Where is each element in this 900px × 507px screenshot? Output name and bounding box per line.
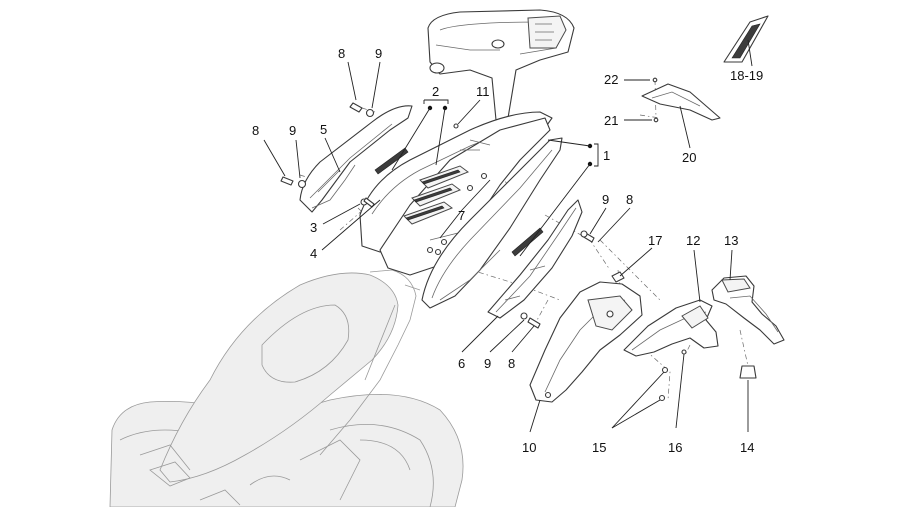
rear-rack bbox=[427, 9, 575, 121]
part-lower-bracket bbox=[487, 199, 583, 319]
callout-8-lower: 8 bbox=[508, 356, 515, 371]
callout-2: 2 bbox=[432, 84, 439, 99]
callout-13: 13 bbox=[724, 233, 738, 248]
callout-1: 1 bbox=[603, 148, 610, 163]
part-license-holder bbox=[623, 299, 719, 357]
callout-9-left: 9 bbox=[289, 123, 296, 138]
seat-cushion-ghost bbox=[261, 304, 350, 383]
callout-8-left: 8 bbox=[252, 123, 259, 138]
callout-22: 22 bbox=[604, 72, 618, 87]
leader-lines bbox=[263, 39, 753, 433]
callout-21: 21 bbox=[604, 113, 618, 128]
callout-12: 12 bbox=[686, 233, 700, 248]
part-right-side-panel bbox=[421, 137, 563, 309]
callout-10: 10 bbox=[522, 440, 536, 455]
part-inner-structure bbox=[379, 117, 551, 276]
callout-15: 15 bbox=[592, 440, 606, 455]
callout-9-top: 9 bbox=[375, 46, 382, 61]
grab-strap-ghost bbox=[149, 461, 241, 506]
callout-14: 14 bbox=[740, 440, 754, 455]
callout-4: 4 bbox=[310, 246, 317, 261]
callout-7: 7 bbox=[458, 208, 465, 223]
callout-8-right: 8 bbox=[626, 192, 633, 207]
part-small-cover bbox=[641, 83, 721, 121]
hardware-fasteners bbox=[280, 77, 757, 402]
frame-ghost-2 bbox=[139, 439, 361, 501]
callout-16: 16 bbox=[668, 440, 682, 455]
callout-5: 5 bbox=[320, 122, 327, 137]
callout-6: 6 bbox=[458, 356, 465, 371]
callout-labels: 8 9 8 9 5 2 11 3 4 7 1 9 8 17 12 13 6 9 … bbox=[252, 46, 763, 455]
callout-17: 17 bbox=[648, 233, 662, 248]
callout-9-lower: 9 bbox=[484, 356, 491, 371]
callout-20: 20 bbox=[682, 150, 696, 165]
seat-ghost bbox=[159, 272, 399, 483]
callout-11: 11 bbox=[476, 84, 490, 99]
motorcycle-context bbox=[109, 269, 464, 507]
part-rear-light bbox=[711, 275, 785, 345]
callout-18-19: 18-19 bbox=[730, 68, 763, 83]
callout-8-top: 8 bbox=[338, 46, 345, 61]
frame-ghost bbox=[319, 269, 421, 456]
callout-3: 3 bbox=[310, 220, 317, 235]
part-decal bbox=[723, 15, 769, 63]
part-undertray bbox=[529, 281, 643, 403]
callout-9-right: 9 bbox=[602, 192, 609, 207]
